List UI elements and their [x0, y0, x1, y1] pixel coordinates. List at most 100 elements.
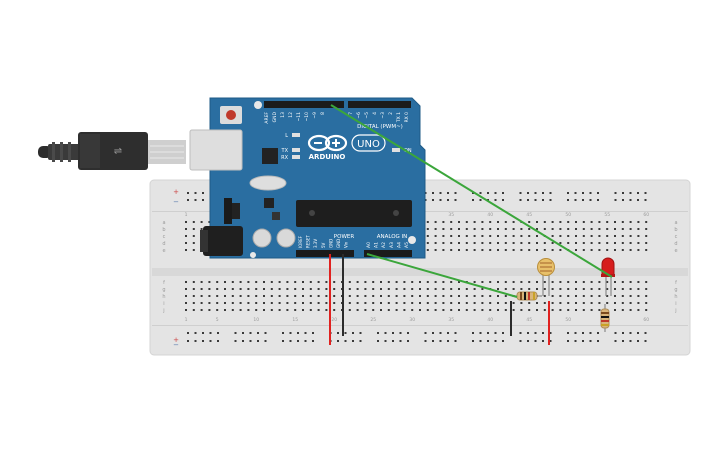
- breadboard-hole[interactable]: [263, 302, 265, 304]
- breadboard-hole[interactable]: [629, 309, 632, 311]
- breadboard-hole[interactable]: [364, 295, 367, 297]
- breadboard-hole[interactable]: [442, 281, 445, 283]
- rail-hole[interactable]: [282, 332, 284, 334]
- breadboard-hole[interactable]: [528, 288, 531, 290]
- breadboard-hole[interactable]: [520, 242, 523, 244]
- breadboard-hole[interactable]: [411, 288, 414, 290]
- rail-hole[interactable]: [567, 199, 569, 201]
- breadboard-hole[interactable]: [465, 235, 468, 237]
- rail-hole[interactable]: [527, 332, 529, 334]
- rail-hole[interactable]: [392, 340, 394, 342]
- breadboard-hole[interactable]: [551, 242, 554, 244]
- breadboard-hole[interactable]: [185, 249, 187, 251]
- breadboard-hole[interactable]: [239, 281, 242, 283]
- rail-hole[interactable]: [582, 199, 584, 201]
- rail-hole[interactable]: [187, 192, 189, 194]
- breadboard-hole[interactable]: [645, 235, 648, 237]
- breadboard-hole[interactable]: [239, 295, 242, 297]
- breadboard-hole[interactable]: [224, 302, 226, 304]
- rail-hole[interactable]: [454, 199, 457, 201]
- rail-hole[interactable]: [519, 332, 522, 334]
- breadboard-hole[interactable]: [520, 309, 523, 311]
- breadboard-hole[interactable]: [231, 295, 234, 297]
- rail-hole[interactable]: [519, 199, 522, 201]
- breadboard-hole[interactable]: [185, 302, 187, 304]
- breadboard-hole[interactable]: [637, 228, 640, 230]
- breadboard-hole[interactable]: [504, 281, 507, 283]
- rail-hole[interactable]: [574, 332, 577, 334]
- breadboard-hole[interactable]: [590, 235, 593, 237]
- breadboard-hole[interactable]: [426, 309, 429, 311]
- breadboard-hole[interactable]: [434, 281, 437, 283]
- breadboard-hole[interactable]: [497, 281, 499, 283]
- rail-hole[interactable]: [637, 332, 639, 334]
- breadboard-hole[interactable]: [434, 309, 437, 311]
- breadboard-hole[interactable]: [185, 242, 187, 244]
- breadboard-hole[interactable]: [473, 288, 476, 290]
- breadboard-hole[interactable]: [309, 281, 312, 283]
- breadboard-hole[interactable]: [567, 221, 570, 223]
- breadboard-hole[interactable]: [512, 281, 515, 283]
- breadboard-hole[interactable]: [481, 281, 484, 283]
- breadboard-hole[interactable]: [489, 281, 492, 283]
- breadboard-hole[interactable]: [481, 242, 484, 244]
- rail-hole[interactable]: [424, 332, 427, 334]
- rail-hole[interactable]: [487, 332, 489, 334]
- breadboard-hole[interactable]: [567, 281, 570, 283]
- breadboard-hole[interactable]: [481, 235, 484, 237]
- rail-hole[interactable]: [432, 340, 434, 342]
- rail-hole[interactable]: [637, 199, 639, 201]
- breadboard-hole[interactable]: [575, 242, 577, 244]
- rail-hole[interactable]: [502, 192, 504, 194]
- rail-hole[interactable]: [637, 340, 639, 342]
- rail-hole[interactable]: [202, 199, 204, 201]
- breadboard-hole[interactable]: [598, 235, 601, 237]
- rail-hole[interactable]: [589, 332, 592, 334]
- breadboard-hole[interactable]: [458, 309, 460, 311]
- breadboard-hole[interactable]: [450, 235, 453, 237]
- breadboard-hole[interactable]: [419, 295, 421, 297]
- breadboard-hole[interactable]: [395, 309, 398, 311]
- breadboard-hole[interactable]: [200, 295, 203, 297]
- rail-hole[interactable]: [479, 340, 482, 342]
- breadboard-hole[interactable]: [231, 288, 234, 290]
- breadboard-hole[interactable]: [543, 309, 546, 311]
- breadboard-hole[interactable]: [473, 281, 476, 283]
- breadboard-hole[interactable]: [458, 281, 460, 283]
- breadboard-hole[interactable]: [364, 281, 367, 283]
- rail-hole[interactable]: [384, 340, 387, 342]
- rail-hole[interactable]: [194, 192, 197, 194]
- breadboard-hole[interactable]: [504, 302, 507, 304]
- breadboard-hole[interactable]: [520, 281, 523, 283]
- breadboard-hole[interactable]: [575, 288, 577, 290]
- rail-hole[interactable]: [249, 340, 252, 342]
- breadboard-hole[interactable]: [645, 249, 648, 251]
- rail-hole[interactable]: [209, 332, 212, 334]
- breadboard-hole[interactable]: [395, 295, 398, 297]
- breadboard-hole[interactable]: [582, 281, 585, 283]
- breadboard-hole[interactable]: [200, 221, 203, 223]
- breadboard-hole[interactable]: [567, 309, 570, 311]
- rail-hole[interactable]: [549, 199, 552, 201]
- breadboard-hole[interactable]: [567, 242, 570, 244]
- breadboard-hole[interactable]: [582, 221, 585, 223]
- breadboard-hole[interactable]: [200, 281, 203, 283]
- breadboard-hole[interactable]: [582, 295, 585, 297]
- breadboard-hole[interactable]: [208, 309, 211, 311]
- rail-hole[interactable]: [629, 192, 632, 194]
- rail-hole[interactable]: [454, 332, 457, 334]
- breadboard-hole[interactable]: [598, 288, 601, 290]
- breadboard-hole[interactable]: [317, 281, 320, 283]
- breadboard-hole[interactable]: [216, 288, 219, 290]
- rail-hole[interactable]: [479, 192, 482, 194]
- breadboard-hole[interactable]: [629, 288, 632, 290]
- rail-hole[interactable]: [297, 340, 299, 342]
- breadboard-hole[interactable]: [621, 302, 624, 304]
- rail-hole[interactable]: [194, 199, 197, 201]
- breadboard-hole[interactable]: [286, 295, 289, 297]
- breadboard-hole[interactable]: [512, 309, 515, 311]
- rail-hole[interactable]: [282, 340, 284, 342]
- rail-hole[interactable]: [377, 332, 379, 334]
- breadboard-hole[interactable]: [247, 295, 250, 297]
- rail-hole[interactable]: [352, 340, 354, 342]
